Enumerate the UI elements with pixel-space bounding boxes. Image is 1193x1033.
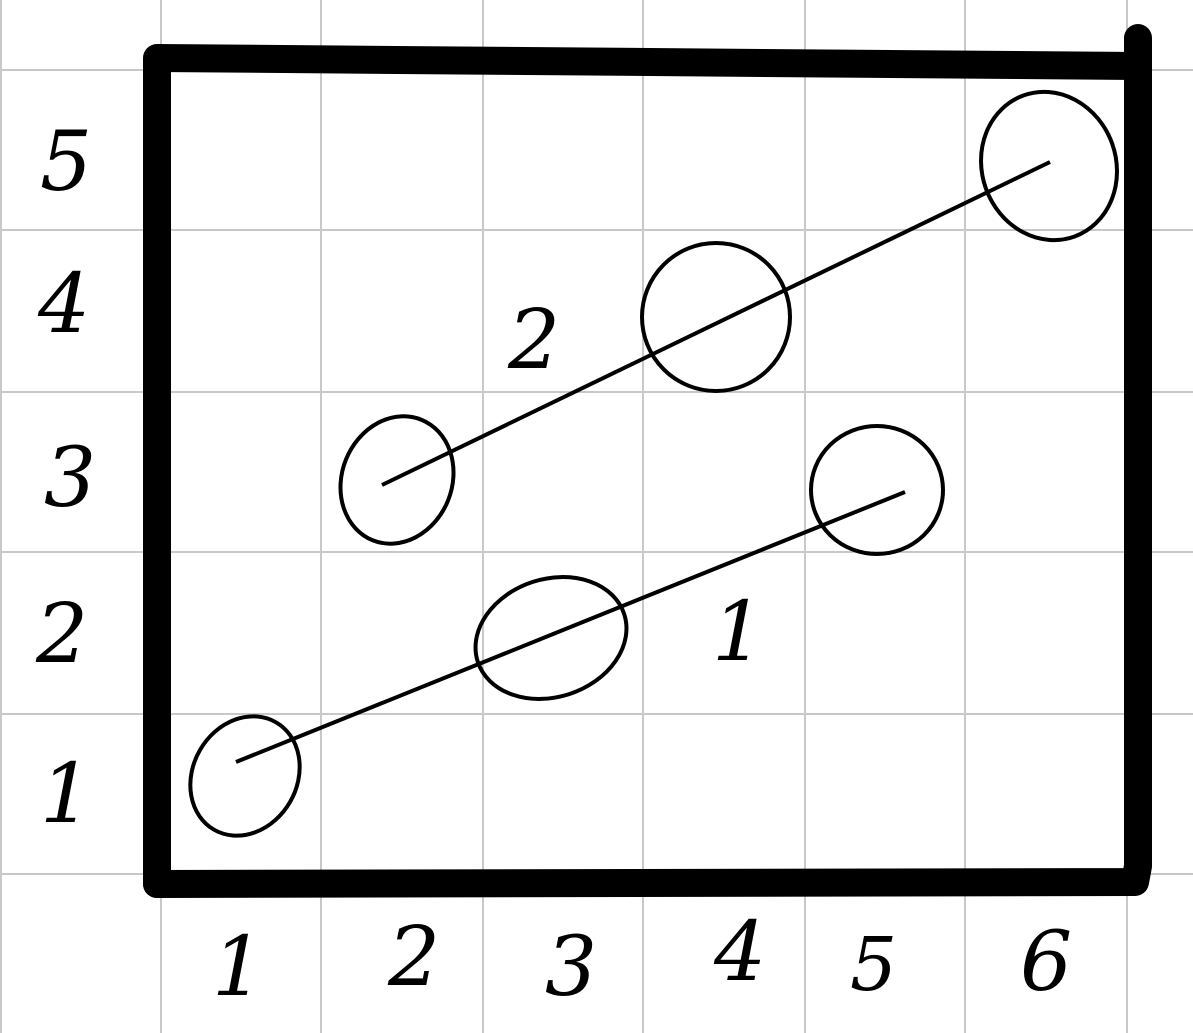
point-3-2 [473,575,629,701]
y-label-4: 4 [37,257,90,352]
point-4-4 [640,241,792,393]
x-axis-labels: 1 2 3 4 5 6 [212,905,1072,1015]
point-2-3 [338,414,456,546]
line-2-label: 2 [507,293,560,388]
x-label-1: 1 [212,920,264,1015]
frame-border [143,44,1151,898]
x-label-6: 6 [1020,915,1072,1010]
y-label-2: 2 [35,587,88,682]
plot-frame [143,24,1152,898]
y-axis-labels: 1 2 3 4 5 [35,115,96,842]
x-label-3: 3 [545,920,597,1015]
x-label-4: 4 [713,905,766,1000]
line-labels: 1 2 [507,293,764,680]
line-2 [381,160,1051,487]
y-label-3: 3 [44,431,96,526]
x-label-2: 2 [387,910,440,1005]
marked-points [188,89,1119,838]
y-label-5: 5 [40,115,92,210]
x-label-5: 5 [850,922,897,1008]
frame-border-right-bottom [143,24,1152,898]
line-1 [235,490,906,764]
line-1-label: 1 [712,585,764,680]
point-1-1 [188,714,302,838]
point-6-5 [979,89,1119,243]
y-label-1: 1 [40,747,92,842]
point-5-3 [809,424,945,556]
connecting-lines [235,160,1051,764]
